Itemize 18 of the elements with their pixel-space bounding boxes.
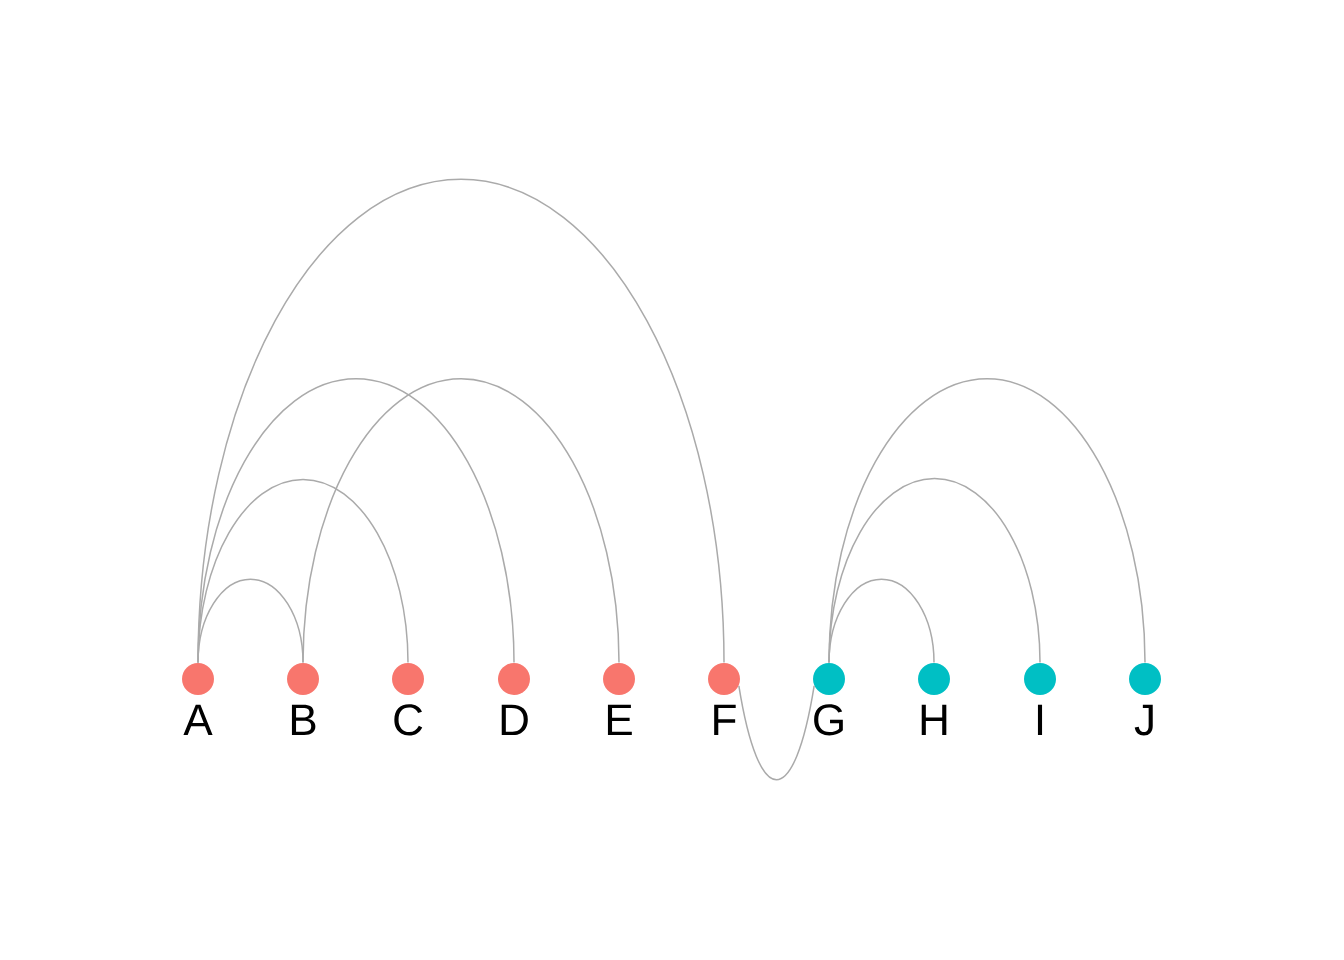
node-label: B [291, 704, 316, 735]
arc-link [197, 478, 409, 664]
arc-link [828, 477, 1041, 664]
node-label: D [501, 704, 528, 735]
arc-link [738, 685, 815, 781]
node-label: F [714, 704, 736, 735]
node-label: C [394, 704, 423, 736]
node-label: A [183, 704, 213, 735]
arc-link [828, 578, 935, 664]
node-label: E [607, 704, 632, 735]
arc-link [197, 178, 725, 664]
node-label: G [814, 704, 843, 736]
node-label: H [921, 704, 947, 735]
arc-link [197, 378, 515, 664]
arc-link [828, 378, 1146, 664]
node-label: J [1134, 704, 1153, 736]
arc-link [302, 378, 620, 664]
node-label: I [1037, 704, 1043, 735]
